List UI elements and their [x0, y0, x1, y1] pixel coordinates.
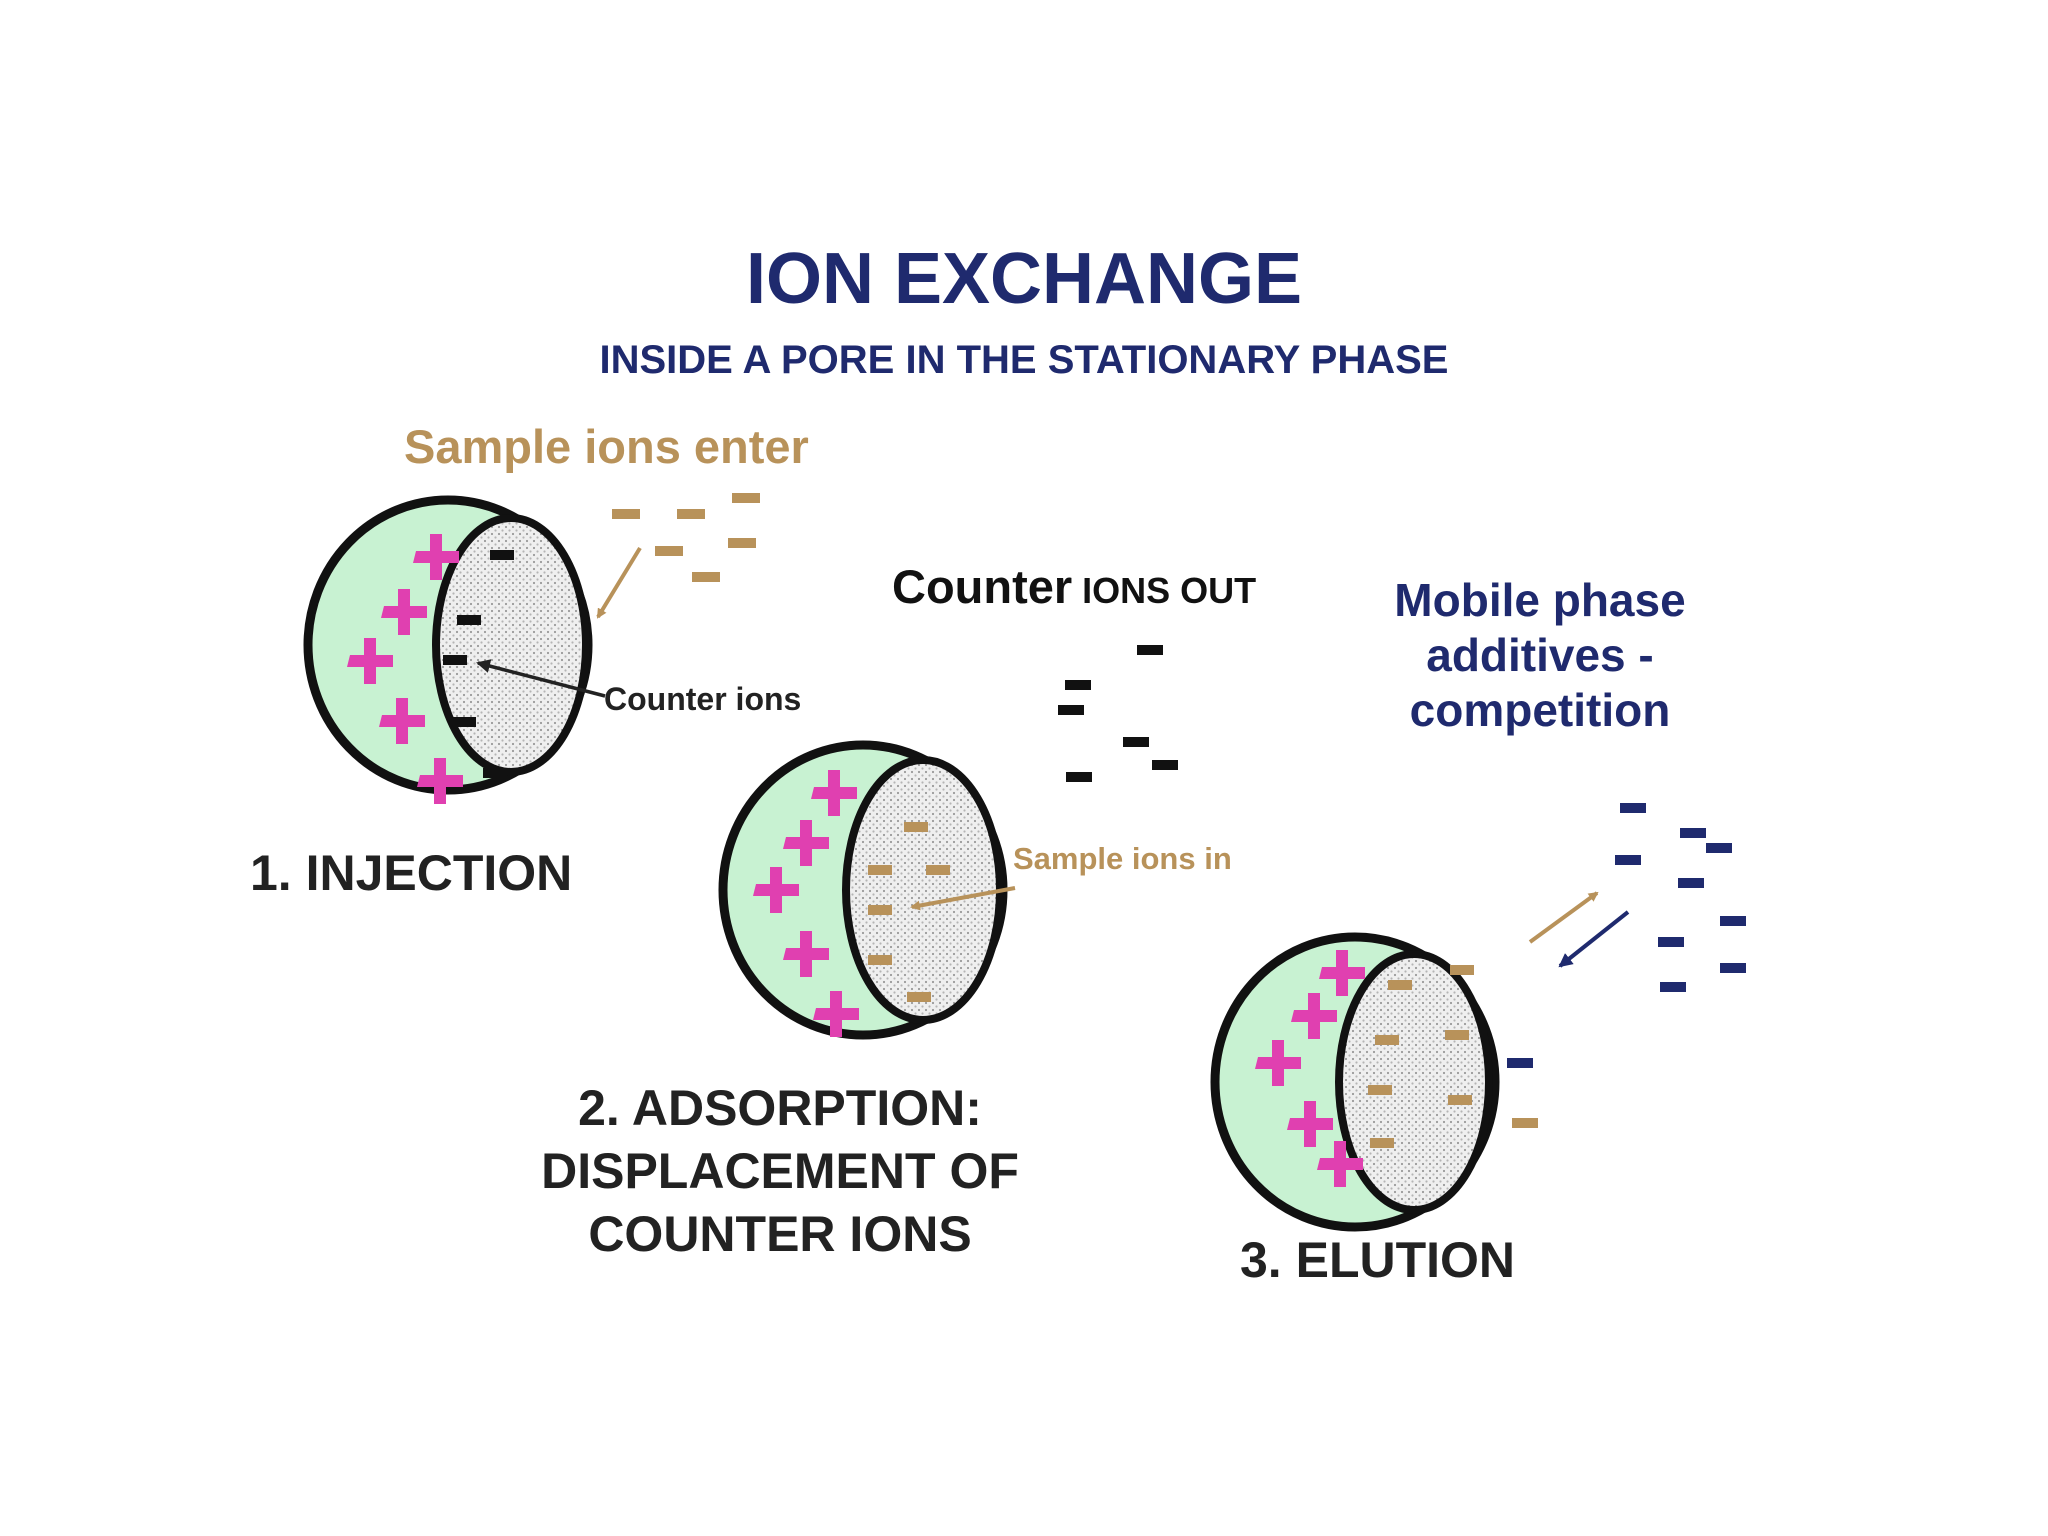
- label-counter-ions-out-main: Counter: [892, 560, 1073, 613]
- page-title: ION EXCHANGE: [745, 239, 1303, 319]
- pore-adsorption: [718, 740, 1008, 1040]
- exchange-arrow-out: [1528, 891, 1599, 944]
- exchange-arrow-in: [1558, 910, 1630, 968]
- counter-ions-inside: [443, 550, 514, 778]
- counter-ions-out-cluster: [1058, 645, 1178, 782]
- sample-ion-leaving: [1512, 1118, 1538, 1128]
- sample-in-arrow: [910, 886, 1016, 911]
- sample-enter-arrow: [596, 546, 642, 619]
- counter-ions-arrow: [476, 659, 606, 698]
- pore-injection: [303, 495, 593, 804]
- sample-ions-cluster: [612, 493, 760, 582]
- step-elution: 3. ELUTION: [1240, 1232, 1516, 1288]
- label-counter-ions: Counter ions: [604, 681, 802, 717]
- sample-ions-eluting: [1368, 965, 1474, 1148]
- page-subtitle: INSIDE A PORE IN THE STATIONARY PHASE: [599, 338, 1449, 382]
- positive-charges: [753, 770, 859, 1037]
- label-sample-ions-in: Sample ions in: [1013, 841, 1232, 876]
- label-mobile-phase-additives: Mobile phase additives - competition: [1394, 574, 1686, 737]
- label-sample-ions-enter: Sample ions enter: [404, 420, 809, 473]
- label-counter-ions-out-small: IONS OUT: [1072, 570, 1257, 611]
- step-adsorption: 2. ADSORPTION: DISPLACEMENT OF COUNTER I…: [541, 1080, 1019, 1262]
- positive-charges: [1255, 950, 1365, 1187]
- positive-charges: [347, 534, 463, 804]
- mobile-phase-ions-cluster: [1615, 803, 1746, 992]
- sample-ions-adsorbed: [868, 822, 950, 1002]
- pore-elution: [1210, 932, 1500, 1232]
- step-injection: 1. INJECTION: [250, 845, 573, 901]
- label-counter-ions-out: Counter IONS OUT: [892, 563, 1256, 610]
- mobile-ion-near-pore: [1507, 1058, 1533, 1068]
